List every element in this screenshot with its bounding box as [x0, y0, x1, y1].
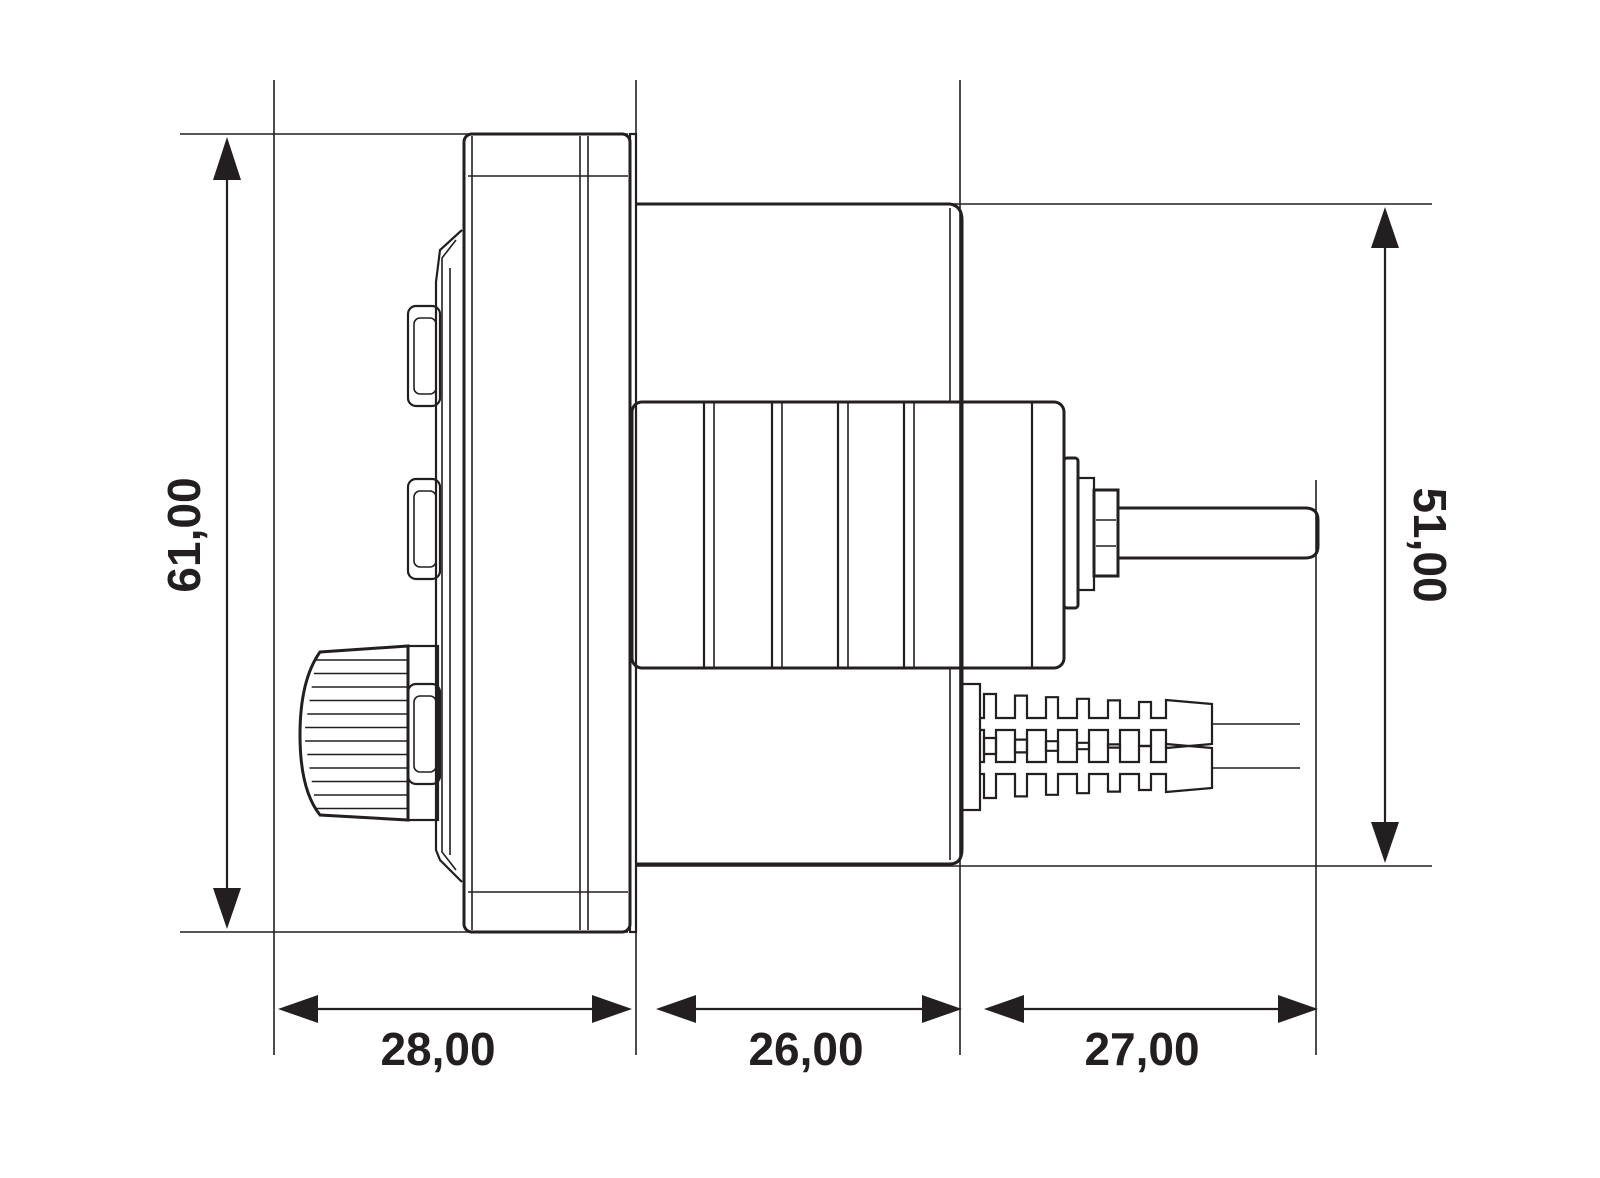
- dimension-27: 27,00: [984, 995, 1318, 1075]
- dimension-51: 51,00: [1371, 207, 1456, 863]
- dimension-26: 26,00: [656, 995, 962, 1075]
- cable-gland-upper: [980, 692, 1300, 756]
- arrow-left-27: [984, 995, 1024, 1023]
- arrow-left-26: [656, 995, 696, 1023]
- extension-lines: [180, 80, 1432, 1055]
- front-bezel: [462, 132, 638, 934]
- arrow-down-61: [213, 888, 241, 929]
- shaft-assembly: [1062, 456, 1320, 610]
- arrow-up-51: [1371, 207, 1399, 248]
- button-2: [406, 477, 442, 581]
- dim-label-28: 28,00: [380, 1023, 495, 1075]
- dim-label-61: 61,00: [158, 477, 210, 592]
- dim-label-27: 27,00: [1084, 1023, 1199, 1075]
- button-1: [406, 304, 442, 408]
- arrow-down-51: [1371, 822, 1399, 863]
- gland-base: [960, 682, 982, 812]
- front-face: [434, 229, 463, 883]
- arrow-left-28: [278, 995, 318, 1023]
- motor-cylinder: [630, 400, 1066, 670]
- arrow-right-27: [1278, 995, 1318, 1023]
- dimension-61: 61,00: [158, 137, 241, 929]
- knurled-knob: [298, 644, 440, 822]
- dimension-28: 28,00: [278, 995, 632, 1075]
- knob-ribs: [305, 659, 408, 810]
- housing: [636, 202, 964, 866]
- dim-label-26: 26,00: [748, 1023, 863, 1075]
- cylinder-rings: [702, 402, 915, 668]
- dim-label-51: 51,00: [1404, 487, 1456, 602]
- cable-gland-lower: [980, 736, 1300, 800]
- arrow-up-61: [213, 137, 241, 180]
- button-3: [406, 682, 442, 786]
- arrow-right-28: [592, 995, 632, 1023]
- arrow-right-26: [922, 995, 962, 1023]
